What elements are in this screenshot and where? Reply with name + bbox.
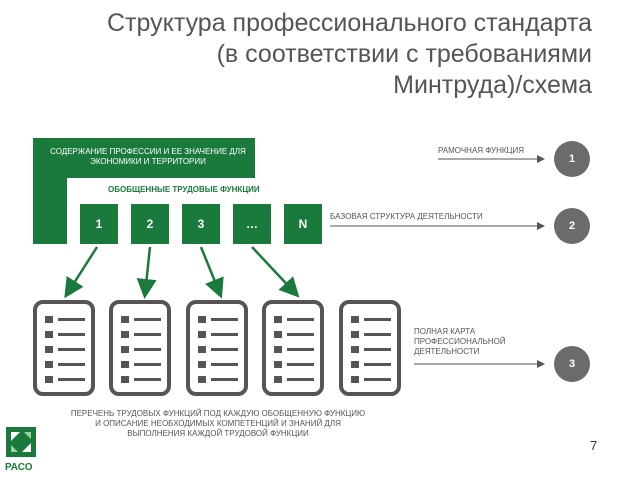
- arrow-box2-doc2: [136, 246, 157, 299]
- document-icon-4: [262, 300, 324, 396]
- function-box-n: N: [284, 204, 322, 244]
- arrow-box1-doc1: [64, 246, 99, 299]
- arrow-box3-doc3: [199, 246, 224, 299]
- document-icon-2: [109, 300, 171, 396]
- document-icon-1: [33, 300, 95, 396]
- level-3-label: ПОЛНАЯ КАРТА ПРОФЕССИОНАЛЬНОЙ ДЕЯТЕЛЬНОС…: [414, 327, 506, 356]
- level-1-label: РАМОЧНАЯ ФУНКЦИЯ: [438, 146, 524, 155]
- generalized-functions-label: ОБОБЩЕННЫЕ ТРУДОВЫЕ ФУНКЦИИ: [108, 185, 260, 194]
- function-box-1: 1: [80, 204, 118, 244]
- function-box-2: 2: [131, 204, 169, 244]
- function-box-ellipsis: …: [233, 204, 271, 244]
- profession-content-label: СОДЕРЖАНИЕ ПРОФЕССИИ И ЕЕ ЗНАЧЕНИЕ ДЛЯ Э…: [50, 147, 246, 166]
- arrow-box4-doc4: [251, 246, 300, 298]
- title-line-3: Минтруда)/схема: [393, 71, 592, 99]
- document-icon-3: [186, 300, 248, 396]
- logo-text: РАСО: [5, 462, 33, 473]
- level-1-circle: 1: [554, 141, 590, 177]
- level-2-label: БАЗОВАЯ СТРУКТУРА ДЕЯТЕЛЬНОСТИ: [330, 212, 483, 221]
- document-icon-5: [339, 300, 401, 396]
- raso-logo-icon: [6, 427, 36, 457]
- structure-left-bar: [33, 138, 67, 244]
- page-number: 7: [590, 438, 598, 453]
- level-2-circle: 2: [554, 208, 590, 244]
- page-title: Структура профессионального стандарта (в…: [32, 8, 592, 101]
- profession-content-block: [33, 138, 255, 178]
- level-3-circle: 3: [554, 346, 590, 382]
- title-line-1: Структура профессионального стандарта: [107, 9, 592, 37]
- functions-list-caption: ПЕРЕЧЕНЬ ТРУДОВЫХ ФУНКЦИЙ ПОД КАЖДУЮ ОБО…: [70, 409, 366, 438]
- title-line-2: (в соответствии с требованиями: [216, 40, 592, 68]
- function-box-3: 3: [182, 204, 220, 244]
